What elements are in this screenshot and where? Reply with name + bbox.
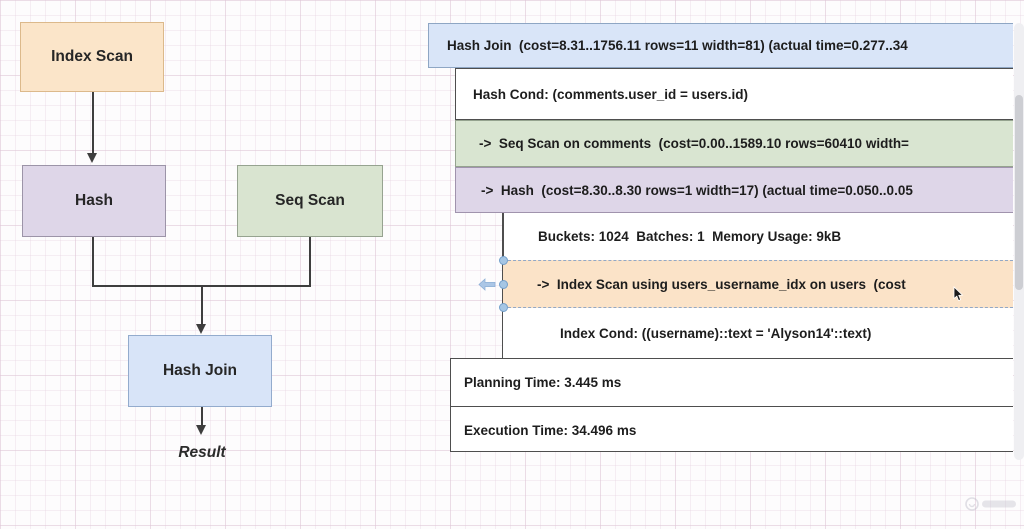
plan-row-hash-cond-text: Hash Cond: (comments.user_id = users.id) (473, 86, 748, 102)
connector-line (201, 407, 203, 426)
plan-row-seq-scan[interactable]: -> Seq Scan on comments (cost=0.00..1589… (455, 120, 1013, 167)
node-hash[interactable]: Hash (22, 165, 166, 237)
plan-row-index-cond-text: Index Cond: ((username)::text = 'Alyson1… (560, 325, 872, 341)
plan-row-index-cond[interactable]: Index Cond: ((username)::text = 'Alyson1… (503, 308, 1013, 358)
plan-row-hash[interactable]: -> Hash (cost=8.30..8.30 rows=1 width=17… (455, 167, 1013, 213)
connector-line (201, 287, 203, 325)
node-index-scan-label: Index Scan (51, 48, 133, 65)
plan-row-seq-scan-text: -> Seq Scan on comments (cost=0.00..1589… (479, 136, 909, 151)
plan-row-buckets[interactable]: Buckets: 1024 Batches: 1 Memory Usage: 9… (503, 213, 1013, 260)
node-hash-join-label: Hash Join (162, 362, 238, 379)
selection-handle[interactable] (499, 303, 508, 312)
arrowhead-icon (196, 324, 206, 334)
selection-handle[interactable] (499, 256, 508, 265)
plan-row-hash-cond[interactable]: Hash Cond: (comments.user_id = users.id) (455, 68, 1013, 120)
connector-line (92, 285, 311, 287)
scrollbar-thumb[interactable] (1015, 95, 1023, 290)
plan-row-index-scan-selected[interactable]: -> Index Scan using users_username_idx o… (503, 260, 1013, 308)
node-seq-scan-label: Seq Scan (275, 192, 345, 209)
arrowhead-icon (196, 425, 206, 435)
arrowhead-icon (87, 153, 97, 163)
plan-row-planning-time[interactable]: Planning Time: 3.445 ms (451, 359, 1013, 406)
selection-handle[interactable] (499, 280, 508, 289)
watermark (965, 497, 1016, 511)
planning-time-text: Planning Time: 3.445 ms (464, 375, 622, 390)
node-index-scan[interactable]: Index Scan (20, 22, 164, 92)
edge-direction-arrow-icon[interactable] (478, 278, 496, 291)
node-hash-join[interactable]: Hash Join (128, 335, 272, 407)
plan-row-index-scan-text: -> Index Scan using users_username_idx o… (537, 276, 906, 292)
node-hash-label: Hash (75, 192, 113, 209)
mouse-cursor-icon (953, 286, 964, 302)
timing-box: Planning Time: 3.445 ms Execution Time: … (450, 358, 1013, 452)
execution-time-text: Execution Time: 34.496 ms (464, 422, 637, 438)
plan-row-hash-join[interactable]: Hash Join (cost=8.31..1756.11 rows=11 wi… (428, 23, 1013, 68)
node-seq-scan[interactable]: Seq Scan (237, 165, 383, 237)
result-label: Result (178, 444, 226, 461)
plan-row-execution-time[interactable]: Execution Time: 34.496 ms (451, 406, 1013, 453)
plan-row-hash-join-text: Hash Join (cost=8.31..1756.11 rows=11 wi… (447, 38, 908, 53)
plan-row-hash-text: -> Hash (cost=8.30..8.30 rows=1 width=17… (481, 182, 913, 198)
connector-line (92, 92, 94, 153)
plan-row-buckets-text: Buckets: 1024 Batches: 1 Memory Usage: 9… (538, 229, 842, 244)
connector-line (309, 237, 311, 287)
connector-line (92, 237, 94, 287)
